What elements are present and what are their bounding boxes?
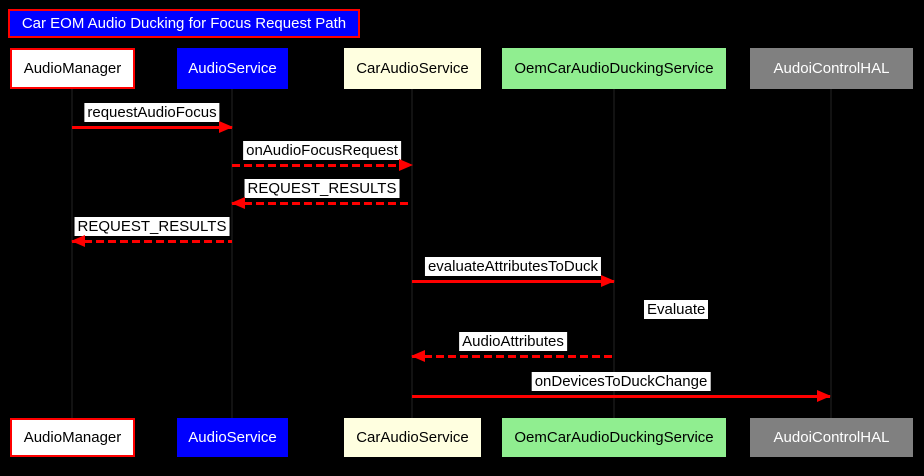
message-line (412, 280, 614, 283)
diagram-title: Car EOM Audio Ducking for Focus Request … (8, 9, 360, 38)
message-on-audio-focus-request: onAudioFocusRequest (232, 141, 413, 171)
lifeline-audiomanager (71, 89, 73, 418)
message-evaluate-self: Evaluate (614, 297, 734, 319)
lifeline-caraudioservice (411, 89, 413, 418)
message-line (412, 395, 830, 398)
participant-caraudioservice-top: CarAudioService (344, 48, 481, 89)
message-audio-attributes: AudioAttributes (411, 332, 614, 362)
arrowhead-right-icon (219, 121, 233, 133)
participant-oemcaraudioduckingservice-top: OemCarAudioDuckingService (502, 48, 726, 89)
message-request-audio-focus: requestAudioFocus (72, 103, 233, 133)
message-request-results-to-audiomanager: REQUEST_RESULTS (71, 217, 232, 247)
message-label: requestAudioFocus (84, 103, 220, 122)
lifeline-audioservice (231, 89, 233, 418)
message-line (72, 240, 232, 243)
message-label: evaluateAttributesToDuck (424, 257, 602, 276)
participant-audioservice-bottom: AudioService (177, 418, 288, 457)
arrowhead-right-icon (399, 159, 413, 171)
participant-audiomanager-top: AudioManager (10, 48, 135, 89)
message-label: REQUEST_RESULTS (74, 217, 230, 236)
message-label: onAudioFocusRequest (243, 141, 401, 160)
participant-audoicontrolhal-top: AudoiControlHAL (750, 48, 913, 89)
participant-audiomanager-bottom: AudioManager (10, 418, 135, 457)
message-request-results-to-audioservice: REQUEST_RESULTS (231, 179, 412, 209)
lifeline-oemcaraudioduckingservice (613, 89, 615, 418)
message-label: REQUEST_RESULTS (244, 179, 400, 198)
message-line (232, 164, 412, 167)
participant-audioservice-top: AudioService (177, 48, 288, 89)
message-line (72, 126, 232, 129)
arrowhead-left-icon (231, 197, 245, 209)
arrowhead-right-icon (601, 275, 615, 287)
participant-oemcaraudioduckingservice-bottom: OemCarAudioDuckingService (502, 418, 726, 457)
arrowhead-left-icon (411, 350, 425, 362)
message-line (232, 202, 412, 205)
message-line (412, 355, 614, 358)
message-evaluate-attributes-to-duck: evaluateAttributesToDuck (412, 257, 615, 287)
participant-caraudioservice-bottom: CarAudioService (344, 418, 481, 457)
message-label: AudioAttributes (459, 332, 567, 351)
arrowhead-left-icon (71, 235, 85, 247)
participant-audoicontrolhal-bottom: AudoiControlHAL (750, 418, 913, 457)
message-label: onDevicesToDuckChange (531, 372, 711, 391)
message-on-devices-to-duck-change: onDevicesToDuckChange (412, 372, 831, 402)
lifeline-audoicontrolhal (830, 89, 832, 418)
message-label: Evaluate (644, 300, 709, 319)
arrowhead-right-icon (817, 390, 831, 402)
